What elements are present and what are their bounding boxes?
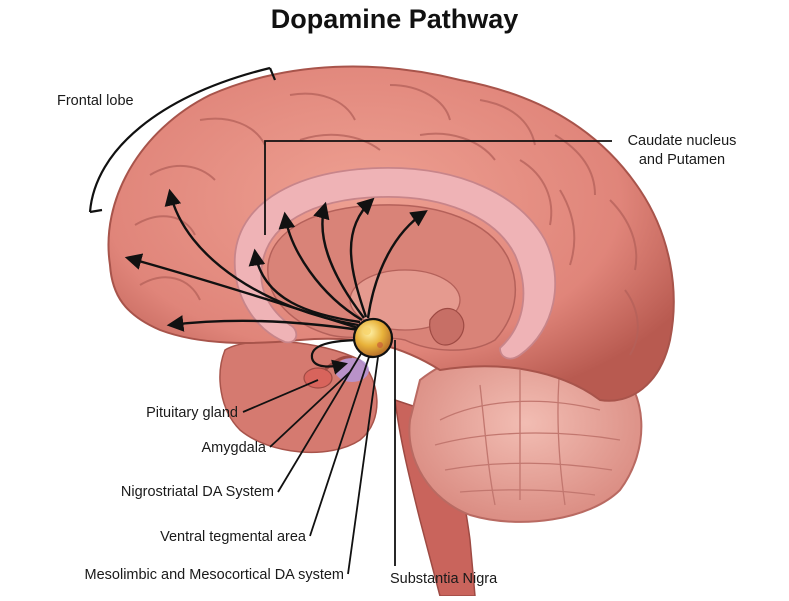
label-mesolimbic: Mesolimbic and Mesocortical DA system <box>84 567 344 583</box>
frontal-bracket-tick-bottom <box>89 208 103 214</box>
caudate-leader-line <box>264 140 612 235</box>
pathway-arrow-1 <box>166 315 361 332</box>
midbrain-structures <box>429 307 465 346</box>
label-caudate-line1: Caudate nucleus <box>627 133 737 149</box>
pathway-arrow-7 <box>349 197 375 318</box>
leader-pituitary <box>242 379 319 413</box>
pathway-arrow-8 <box>366 210 428 319</box>
frontal-bracket-tick-top <box>268 67 277 81</box>
pathway-arrow-3 <box>164 188 359 327</box>
dopamine-nucleus <box>352 317 394 359</box>
label-substantia-nigra: Substantia Nigra <box>390 571 498 587</box>
label-pituitary-gland: Pituitary gland <box>146 405 238 421</box>
frontal-lobe-bracket <box>88 66 271 213</box>
nucleus-spot <box>377 342 383 348</box>
label-nigrostriatal: Nigrostriatal DA System <box>120 484 274 500</box>
pathway-loop-amygdala <box>310 338 366 375</box>
page-title: Dopamine Pathway <box>270 4 519 34</box>
gyri <box>134 84 639 356</box>
pathway-arrow-6 <box>313 201 365 319</box>
label-ventral-tegmental-area: Ventral tegmental area <box>160 529 306 545</box>
pathway-arrow-4 <box>248 248 361 324</box>
pituitary-stalk <box>323 355 353 372</box>
pathway-arrow-5 <box>278 211 363 322</box>
leader-mesolimbic <box>347 356 379 575</box>
leader-vta <box>309 356 370 537</box>
temporal-lobe <box>219 340 378 454</box>
nucleus-highlight <box>363 327 371 335</box>
corpus-callosum <box>233 167 557 360</box>
cerebellum-folia <box>434 364 621 506</box>
label-frontal-lobe: Frontal lobe <box>57 93 134 109</box>
leader-amygdala <box>269 371 351 448</box>
leader-nigrostriatal <box>277 351 363 493</box>
label-amygdala: Amygdala <box>201 440 266 456</box>
label-caudate-line2: and Putamen <box>638 152 726 168</box>
